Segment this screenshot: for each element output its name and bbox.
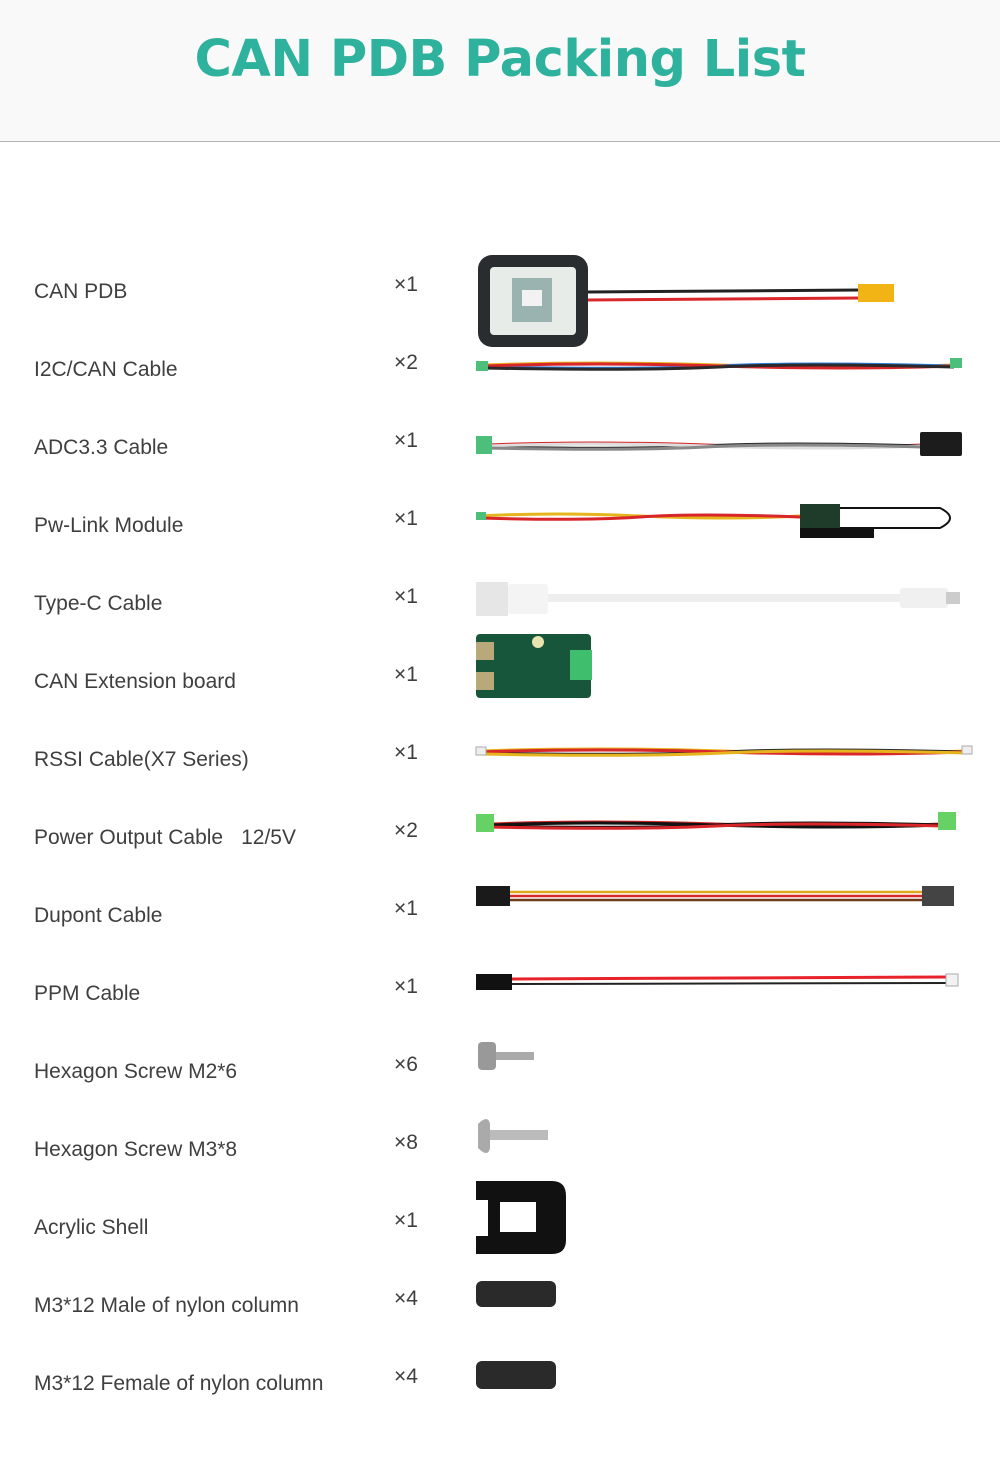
type-c-cable-image — [470, 565, 980, 643]
item-name: CAN Extension board — [34, 670, 236, 694]
item-quantity: ×6 — [394, 1053, 418, 1076]
list-item: PPM Cable ×1 — [0, 955, 1000, 1033]
item-quantity: ×1 — [394, 663, 418, 686]
list-item: CAN Extension board ×1 — [0, 634, 1000, 721]
list-item: Pw-Link Module ×1 — [0, 487, 1000, 565]
list-item: I2C/CAN Cable ×2 — [0, 331, 1000, 409]
pdb-board-image — [478, 255, 894, 347]
item-name: I2C/CAN Cable — [34, 358, 178, 382]
item-quantity: ×1 — [394, 507, 418, 530]
item-quantity: ×4 — [394, 1365, 418, 1388]
screw-m3-image — [478, 1119, 548, 1153]
list-item: RSSI Cable(X7 Series) ×1 — [0, 721, 1000, 799]
item-name-text: M3*12 Male of nylon column — [34, 1294, 299, 1317]
item-name: M3*12 Male of nylon column — [34, 1294, 299, 1318]
dupont-cable-image — [470, 877, 980, 955]
female-nylon-column-image — [476, 1361, 556, 1389]
item-name-text: ADC3.3 Cable — [34, 436, 169, 459]
list-item: Hexagon Screw M2*6 ×6 — [0, 1033, 1000, 1111]
item-name-text: Power Output Cable — [34, 826, 224, 849]
dupont-cable-image — [476, 886, 954, 906]
item-name-text: Type-C Cable — [34, 592, 163, 615]
list-item: CAN PDB ×1 — [0, 253, 1000, 347]
female-nylon-column-image — [470, 1345, 980, 1423]
item-name-text: I2C/CAN Cable — [34, 358, 178, 381]
list-item: Acrylic Shell ×1 — [0, 1181, 1000, 1267]
list-item: ADC3.3 Cable ×1 — [0, 409, 1000, 487]
item-name: Dupont Cable — [34, 904, 162, 928]
item-quantity: ×1 — [394, 1209, 418, 1232]
screw-m2-image — [478, 1042, 534, 1070]
page-title: CAN PDB Packing List — [194, 30, 806, 89]
item-name: Hexagon Screw M3*8 — [34, 1138, 237, 1162]
acrylic-shell-image — [470, 1181, 980, 1267]
item-quantity: ×1 — [394, 273, 418, 296]
item-name: PPM Cable — [34, 982, 140, 1006]
item-quantity: ×1 — [394, 741, 418, 764]
item-name-text: Dupont Cable — [34, 904, 163, 927]
male-nylon-column-image — [476, 1281, 556, 1307]
item-name-text: M3*12 Female of nylon column — [34, 1372, 324, 1395]
can-extension-board-image — [476, 634, 592, 698]
can-extension-board-image — [470, 634, 980, 721]
item-name-text: PPM Cable — [34, 982, 141, 1005]
item-quantity: ×1 — [394, 897, 418, 920]
ppm-cable-image — [476, 973, 959, 990]
pdb-board-image — [470, 253, 980, 347]
item-spec: 12/5V — [241, 826, 296, 849]
screw-m2-image — [470, 1033, 980, 1111]
item-name: ADC3.3 Cable — [34, 436, 168, 460]
item-name: Power Output Cable 12/5V — [34, 826, 296, 850]
item-name: Type-C Cable — [34, 592, 162, 616]
list-item: Power Output Cable 12/5V ×2 — [0, 799, 1000, 877]
item-name-text: Pw-Link Module — [34, 514, 184, 537]
item-name-text: Acrylic Shell — [34, 1216, 149, 1239]
i2c-can-cable-image — [470, 331, 980, 409]
list-item: Hexagon Screw M3*8 ×8 — [0, 1111, 1000, 1189]
item-name: Acrylic Shell — [34, 1216, 148, 1240]
item-name: CAN PDB — [34, 280, 127, 304]
adc-cable-image — [476, 432, 962, 456]
power-output-cable-image — [470, 799, 980, 877]
item-quantity: ×1 — [394, 585, 418, 608]
i2c-can-cable-image — [476, 358, 962, 371]
item-name-text: RSSI Cable(X7 Series) — [34, 748, 249, 771]
male-nylon-column-image — [470, 1267, 980, 1345]
pw-link-module-image — [470, 487, 980, 565]
screw-m3-image — [470, 1111, 980, 1189]
page-header: CAN PDB Packing List — [0, 0, 1000, 142]
item-name: Pw-Link Module — [34, 514, 183, 538]
item-quantity: ×1 — [394, 975, 418, 998]
item-name-text: CAN Extension board — [34, 670, 236, 693]
item-quantity: ×2 — [394, 819, 418, 842]
item-name: Hexagon Screw M2*6 — [34, 1060, 237, 1084]
list-item: Dupont Cable ×1 — [0, 877, 1000, 955]
item-quantity: ×1 — [394, 429, 418, 452]
pw-link-module-image — [476, 504, 951, 538]
adc-cable-image — [470, 409, 980, 487]
item-name-text: Hexagon Screw M2*6 — [34, 1060, 238, 1083]
item-name-text: CAN PDB — [34, 280, 128, 303]
type-c-cable-image — [476, 582, 960, 616]
item-name: M3*12 Female of nylon column — [34, 1372, 323, 1396]
list-item: M3*12 Female of nylon column ×4 — [0, 1345, 1000, 1423]
item-quantity: ×8 — [394, 1131, 418, 1154]
list-item: M3*12 Male of nylon column ×4 — [0, 1267, 1000, 1345]
item-quantity: ×4 — [394, 1287, 418, 1310]
ppm-cable-image — [470, 955, 980, 1033]
rssi-cable-image — [470, 721, 980, 799]
list-item: Type-C Cable ×1 — [0, 565, 1000, 643]
power-output-cable-image — [476, 812, 956, 832]
item-quantity: ×2 — [394, 351, 418, 374]
acrylic-shell-image — [476, 1181, 566, 1254]
item-name-text: Hexagon Screw M3*8 — [34, 1138, 238, 1161]
item-name: RSSI Cable(X7 Series) — [34, 748, 249, 772]
rssi-cable-image — [475, 745, 973, 757]
